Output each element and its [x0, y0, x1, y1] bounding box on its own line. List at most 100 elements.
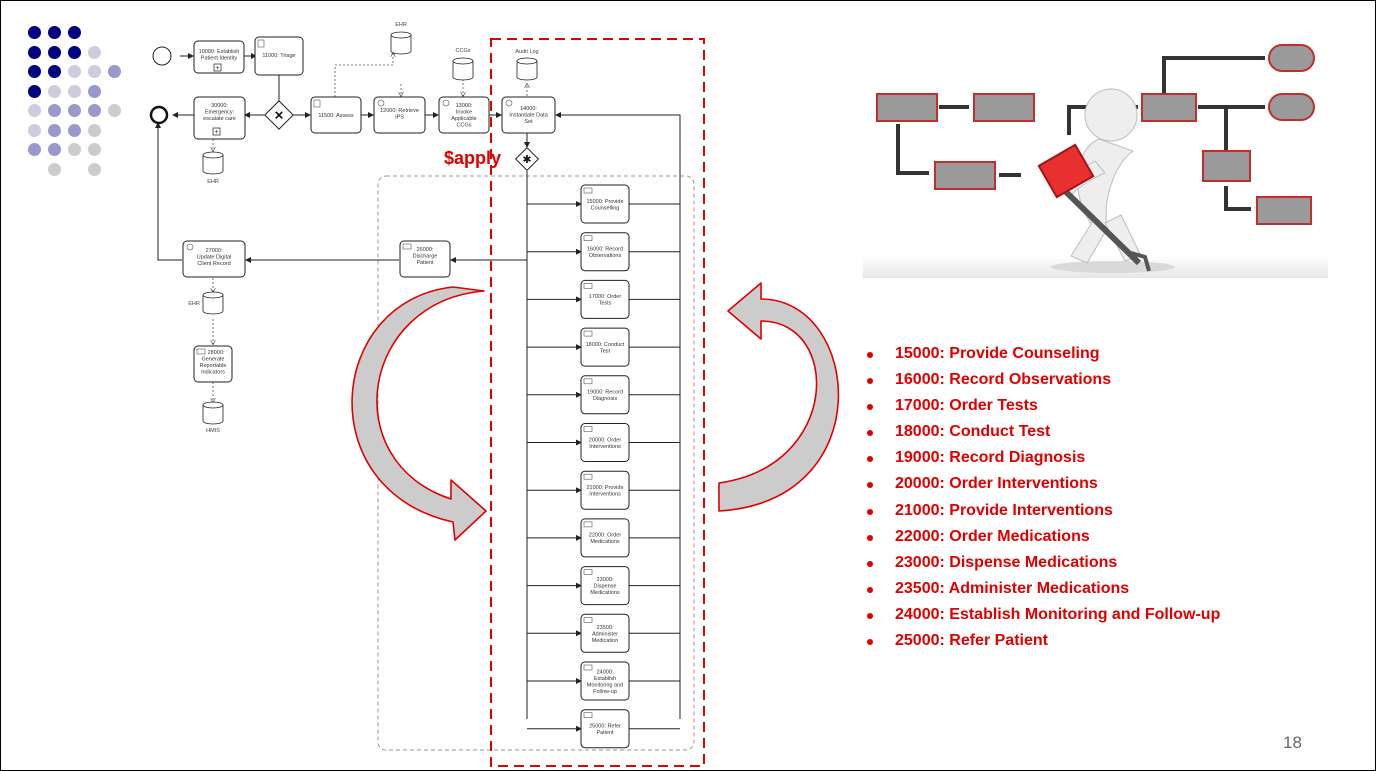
decorative-dot	[88, 45, 101, 59]
process-step-item: 15000: Provide Counseling	[867, 341, 1220, 367]
decorative-dot	[48, 162, 61, 176]
start-event	[152, 46, 172, 66]
decorative-dot	[48, 65, 61, 78]
datastore-audit-log: Audit Log	[515, 49, 539, 81]
process-step-item: 19000: Record Diagnosis	[867, 445, 1220, 471]
process-step-item: 21000: Provide Interventions	[867, 498, 1220, 524]
decorative-dot	[68, 143, 81, 156]
task-11000: 11000: Triage	[254, 36, 304, 76]
decorative-dot	[28, 123, 41, 137]
task-30000: 30000:Emergency:escalate care +	[193, 96, 246, 140]
datastore-ehr-mid: EHR	[188, 291, 224, 315]
cycle-arrow-right	[718, 282, 840, 512]
org-chart-illustration	[863, 44, 1328, 278]
process-step-item: 17000: Order Tests	[867, 393, 1220, 419]
decorative-dot	[108, 104, 121, 117]
svg-text:+: +	[214, 129, 218, 136]
svg-text:✕: ✕	[274, 109, 284, 123]
svg-text:+: +	[215, 65, 219, 72]
decorative-dot	[68, 84, 81, 98]
datastore-ccgs: CCGs	[452, 48, 474, 81]
process-step-item: 23500: Administer Medications	[867, 576, 1220, 602]
decorative-dot	[88, 162, 101, 176]
task-type-icon	[583, 235, 593, 241]
decorative-dot	[88, 104, 101, 117]
decorative-dot	[28, 143, 41, 156]
wrench-icon	[1060, 186, 1151, 272]
datastore-ehr-left: EHR	[202, 151, 224, 185]
task-type-icon	[583, 378, 593, 385]
decorative-dot	[28, 84, 41, 98]
task-30000-label: 30000:Emergency:escalate care	[203, 103, 236, 122]
decorative-dot	[28, 26, 41, 39]
task-type-icon	[583, 426, 593, 432]
page-number: 18	[1283, 733, 1302, 752]
decorative-dot	[108, 65, 121, 78]
task-type-icon	[583, 712, 593, 719]
task-type-icon	[583, 616, 593, 623]
subprocess-container	[377, 175, 695, 751]
task-type-icon	[583, 664, 593, 671]
svg-text:✱: ✱	[522, 154, 531, 166]
process-step-item: 25000: Refer Patient	[867, 628, 1220, 654]
datastore-hmis: HMIS	[202, 401, 224, 434]
task-type-icon	[583, 569, 593, 575]
decorative-dot	[48, 143, 61, 156]
decorative-dot	[48, 84, 61, 98]
datastore-ccgs-label: CCGs	[456, 48, 471, 54]
decorative-dot	[88, 65, 101, 78]
decorative-dot	[48, 123, 61, 137]
decorative-dot	[88, 143, 101, 156]
process-step-item: 20000: Order Interventions	[867, 471, 1220, 497]
decorative-dot	[48, 104, 61, 117]
task-type-icon	[583, 283, 593, 289]
process-step-item: 16000: Record Observations	[867, 367, 1220, 393]
highlight-frame	[490, 38, 705, 767]
decorative-dot	[68, 65, 81, 78]
decorative-dot	[28, 104, 41, 117]
process-step-item: 23000: Dispense Medications	[867, 550, 1220, 576]
datastore-hmis-label: HMIS	[206, 428, 220, 434]
decorative-dot	[68, 26, 81, 39]
datastore-ehr-mid-label: EHR	[188, 301, 200, 307]
decorative-dot	[28, 45, 41, 59]
decorative-dot	[48, 45, 61, 59]
decorative-dot	[28, 65, 41, 78]
decorative-dot	[88, 123, 101, 137]
datastore-ehr-left-label: EHR	[207, 179, 219, 185]
decorative-dot	[48, 26, 61, 39]
task-11000-label: 11000: Triage	[262, 53, 295, 59]
datastore-ehr-top-label: EHR	[395, 22, 407, 28]
